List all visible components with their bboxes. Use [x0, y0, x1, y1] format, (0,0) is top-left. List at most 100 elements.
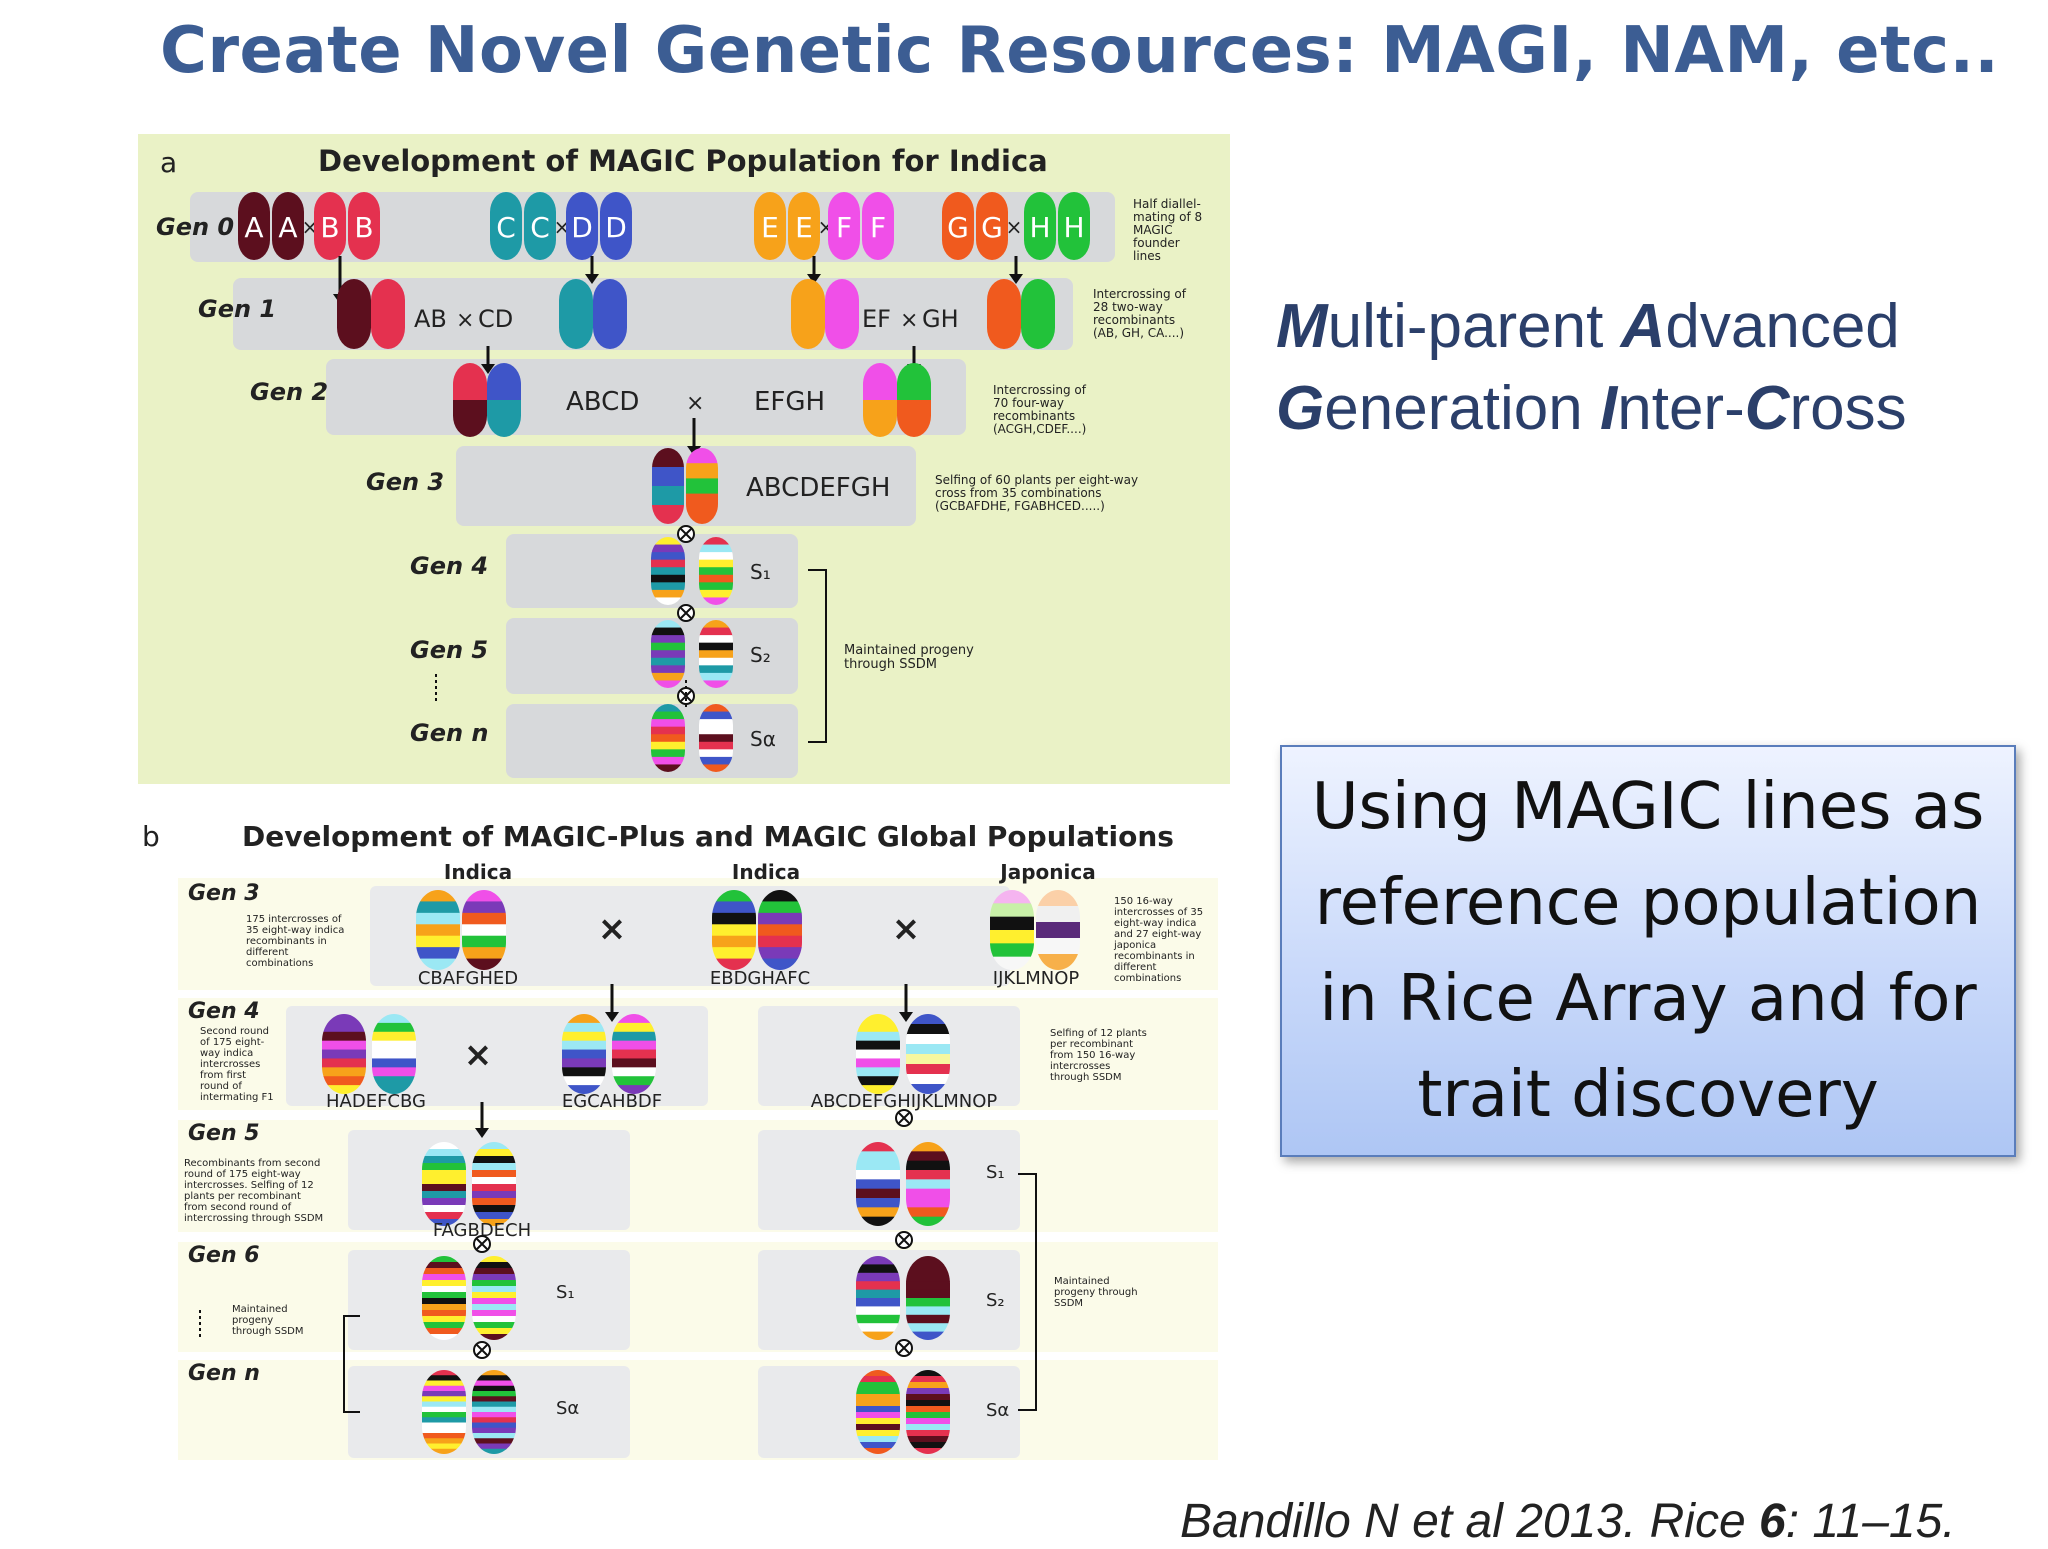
acronym-capital-letter: I: [1600, 374, 1618, 443]
founder-chromosome-H-band: [1058, 192, 1090, 260]
founder-letter-D: D: [605, 211, 627, 244]
founder-chromosome-G-band: [942, 192, 974, 260]
left-maintained-note: Maintained: [232, 1304, 288, 1315]
gen1-label-ab: AB: [414, 305, 447, 333]
gen4-chrom-band: [372, 1031, 416, 1042]
gen3-chrom-band: [686, 493, 718, 510]
gen5-chrom-band: [906, 1207, 950, 1218]
founder-letter-B: B: [320, 211, 339, 244]
gen4-chrom-band: [906, 1084, 950, 1094]
gen3-right-note: 150 16-way: [1114, 896, 1173, 907]
founder-chromosome-E: [788, 192, 820, 260]
selfing-label: Sα: [750, 727, 776, 751]
gen6-chrom: [472, 1256, 516, 1340]
selfed-chrom-band: [651, 672, 685, 682]
acronym-word-rest: ross: [1789, 374, 1907, 443]
founder-chromosome-F-band: [862, 192, 894, 260]
maintained-note: through SSDM: [844, 657, 937, 672]
gen3-chrom-band: [652, 467, 684, 487]
gen5-chrom-band: [906, 1142, 950, 1152]
genn-chrom-band: [906, 1370, 950, 1377]
selfing-symbol-icon: [898, 1342, 910, 1354]
genn-chrom-band: [856, 1370, 900, 1377]
gen4-right-note: per recombinant: [1050, 1039, 1133, 1050]
gen6-chrom-band: [472, 1268, 516, 1275]
gen6-chrom-band: [472, 1322, 516, 1329]
gen2-chrom-band: [863, 400, 897, 437]
gen5-note: from second round of: [184, 1202, 292, 1213]
selfed-chrom-band: [699, 650, 733, 659]
founder-chromosome-H-band: [1024, 192, 1056, 260]
arrow-icon-head: [605, 1012, 619, 1022]
selfing-label: S₁: [556, 1282, 575, 1303]
gen5-chrom-band: [472, 1142, 516, 1150]
magic-acronym-definition: Multi-parent Advanced Generation Inter-C…: [1276, 286, 1907, 450]
gen2-note: Intercrossing of: [993, 383, 1087, 397]
gen5-chrom-band: [422, 1149, 466, 1157]
gen5-note: intercrosses. Selfing of 12: [184, 1180, 314, 1191]
gen5-chrom-band: [856, 1198, 900, 1208]
gen4-chrom-band: [562, 1085, 606, 1094]
selfing-symbol-icon: [476, 1344, 488, 1356]
selfed-chrom-band: [651, 657, 685, 666]
founder-chromosome-B: [314, 192, 346, 260]
gen3-chrom-band: [758, 935, 802, 948]
gen3-chrom-band: [758, 924, 802, 937]
line-label: ABCDEFGHIJKLMNOP: [811, 1091, 998, 1112]
gen5-chrom-band: [906, 1198, 950, 1208]
genn-chrom-band: [472, 1406, 516, 1413]
genn-chrom-band: [422, 1385, 466, 1392]
gen4-chrom-band: [906, 1044, 950, 1055]
column-label: Indica: [444, 860, 512, 884]
gen6-chrom-band: [856, 1289, 900, 1299]
genn-chrom-band: [422, 1370, 466, 1376]
founder-letter-E: E: [761, 211, 779, 244]
gen4-chrom-band: [322, 1058, 366, 1068]
gen4-chrom-band: [612, 1040, 656, 1051]
gen6-chrom-band: [422, 1268, 466, 1275]
gen3-label: ABCDEFGH: [746, 473, 890, 503]
gen3-chrom-band: [758, 912, 802, 925]
gen1-chrom-band: [559, 279, 593, 349]
gen3-chrom-band: [416, 935, 460, 948]
gen5-chrom-band: [422, 1184, 466, 1192]
gen3-chrom-band: [652, 486, 684, 506]
gen3-chrom: [416, 890, 460, 970]
gen5-chrom-band: [856, 1142, 900, 1152]
genn-chrom-band: [856, 1430, 900, 1437]
genn-chrom-band: [472, 1375, 516, 1382]
gen5-chrom-band: [422, 1170, 466, 1178]
gen4-chrom-band: [322, 1085, 366, 1094]
genn-chrom-band: [472, 1422, 516, 1429]
gen5-chrom-band: [472, 1156, 516, 1164]
selfed-chrom: [651, 620, 685, 688]
gen3-right-note: intercrosses of 35: [1114, 907, 1203, 918]
gen3-right-note: and 27 eight-way: [1114, 929, 1201, 940]
gen4-chrom-band: [562, 1040, 606, 1051]
founder-chromosome-E-band: [788, 192, 820, 260]
gen6-chrom-band: [856, 1331, 900, 1340]
gen6-chrom-band: [906, 1289, 950, 1299]
gen3-chrom-japonica-band: [1036, 906, 1080, 923]
genn-chrom-band: [856, 1424, 900, 1431]
gen3-chrom-japonica-band: [990, 943, 1034, 958]
founder-letter-A: A: [278, 211, 297, 244]
gen1-note: (AB, GH, CA....): [1093, 326, 1184, 340]
gen5-chrom: [856, 1142, 900, 1226]
genn-chrom-band: [472, 1391, 516, 1397]
gen6-chrom-band: [422, 1274, 466, 1281]
gen5-chrom-band: [906, 1216, 950, 1226]
cross-symbol: ×: [464, 1035, 493, 1075]
gen6-chrom-band: [856, 1264, 900, 1274]
selfing-label: S₂: [750, 643, 771, 667]
gen3-note: Selfing of 60 plants per eight-way: [935, 473, 1138, 487]
selfed-chrom: [651, 704, 685, 772]
gen4-chrom-band: [906, 1054, 950, 1065]
founder-letter-E: E: [795, 211, 813, 244]
gen5-chrom-band: [856, 1160, 900, 1171]
gen6-chrom-band: [856, 1298, 900, 1307]
gen2-chrom-band: [897, 400, 931, 437]
gen2-note: (ACGH,CDEF....): [993, 422, 1086, 436]
selfed-chrom-band: [699, 620, 733, 629]
gen1-chrom: [825, 279, 859, 349]
